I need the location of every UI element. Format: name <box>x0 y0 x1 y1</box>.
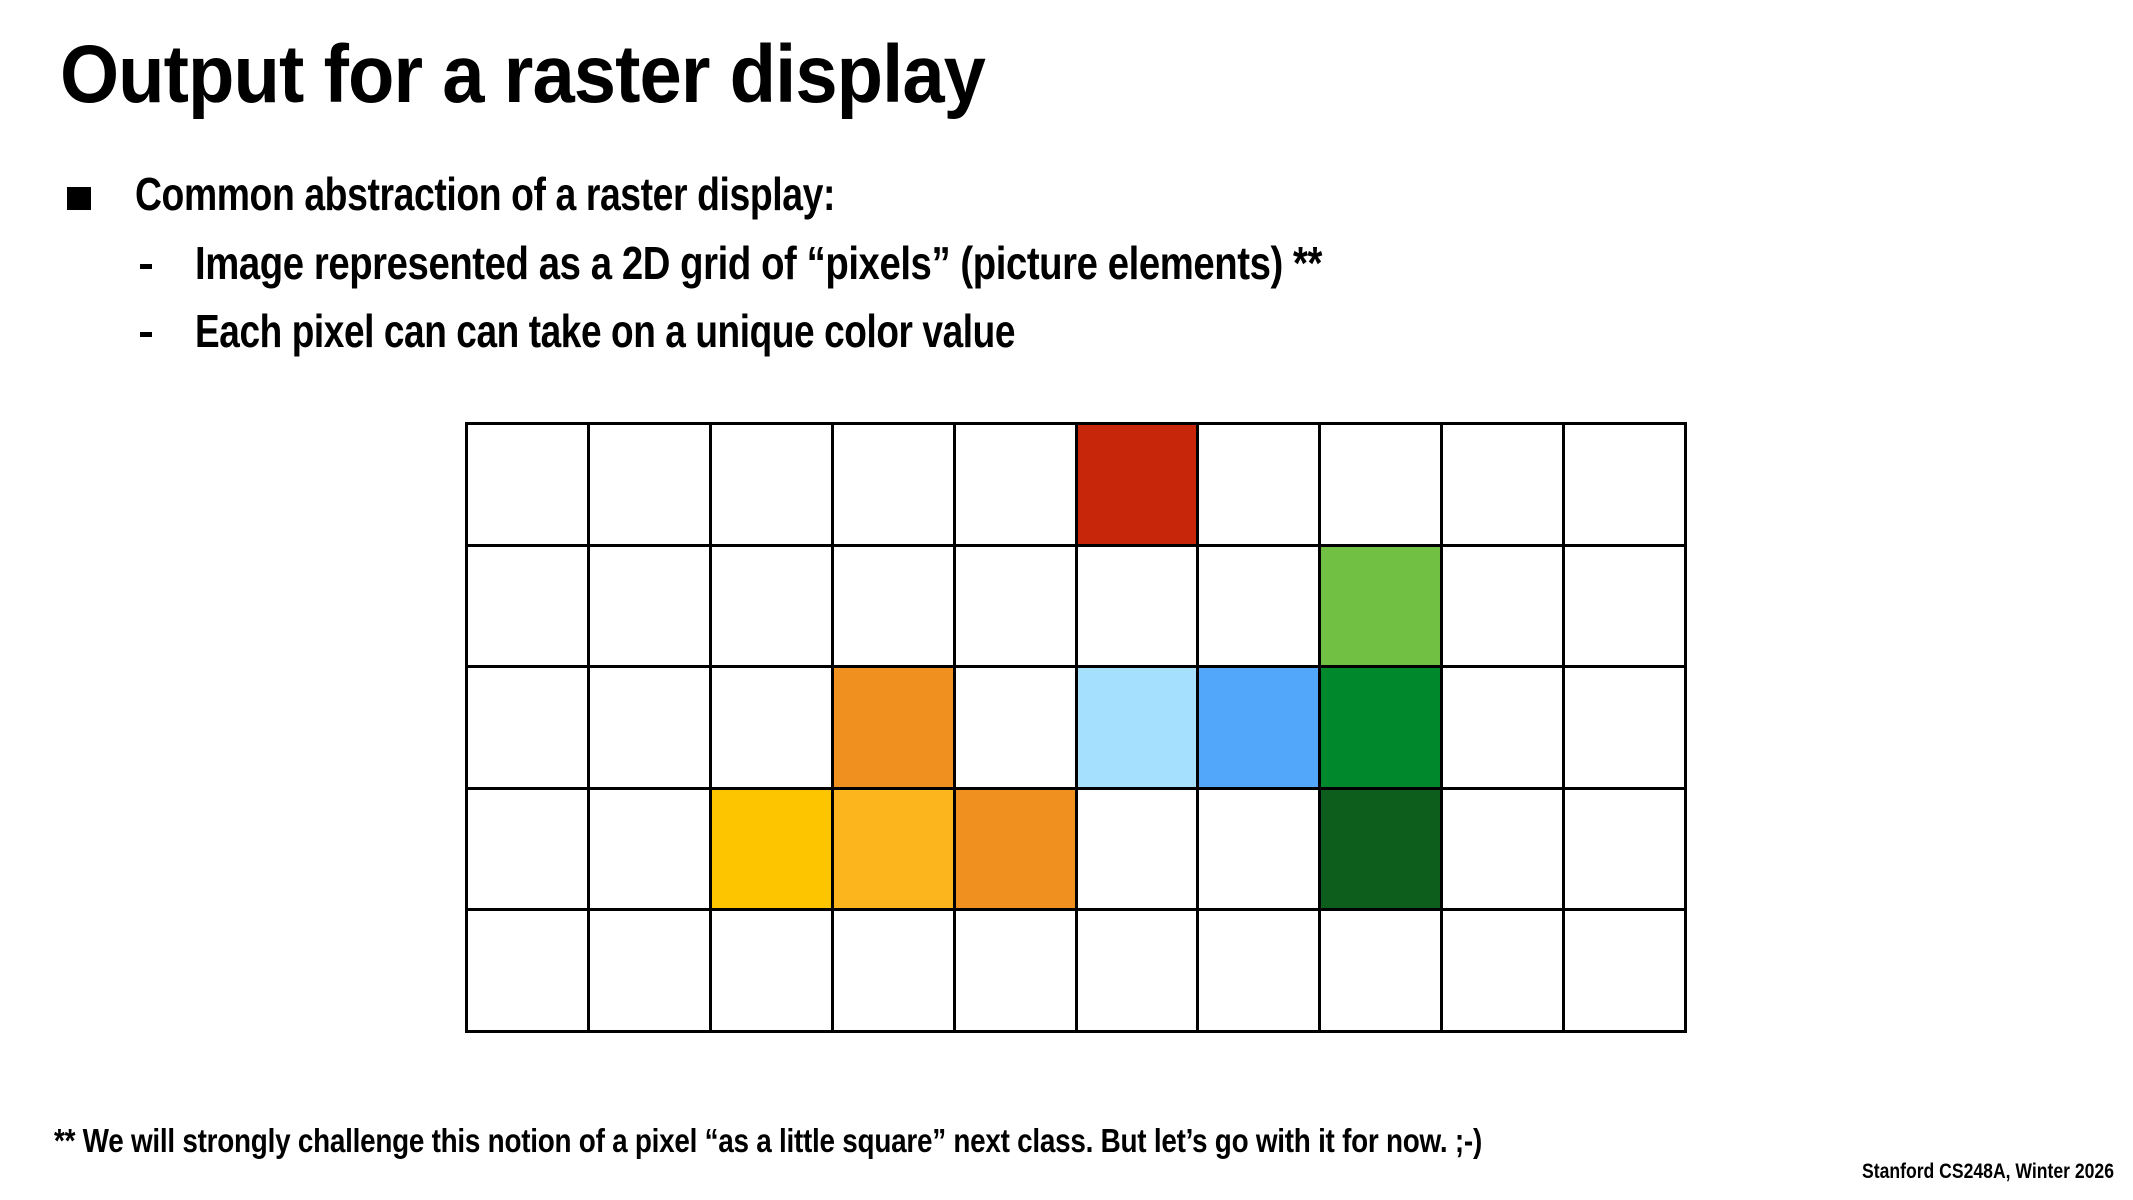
pixel-cell <box>468 546 590 669</box>
pixel-cell <box>1443 911 1566 1033</box>
pixel-cell <box>1077 546 1200 669</box>
slide-title-text: Output for a raster display <box>60 29 986 120</box>
pixel-cell <box>468 911 590 1033</box>
pixel-cell <box>1199 546 1322 669</box>
pixel-cell <box>833 425 956 547</box>
pixel-cell <box>955 425 1078 547</box>
course-credit: Stanford CS248A, Winter 2026 <box>1862 1161 2133 1182</box>
pixel-cell <box>589 789 712 912</box>
pixel-cell <box>1077 789 1200 912</box>
bullet-main-text: Common abstraction of a raster display: <box>135 168 835 220</box>
pixel-cell <box>589 911 712 1033</box>
pixel-cell <box>955 668 1078 790</box>
pixel-cell-blue <box>1199 668 1322 790</box>
bullet-square-icon <box>67 187 91 210</box>
pixel-cell <box>1443 668 1566 790</box>
pixel-cell <box>1565 911 1687 1033</box>
dash-bullet-icon <box>140 264 152 269</box>
course-credit-text: Stanford CS248A, Winter 2026 <box>1862 1160 2114 1183</box>
pixel-cell <box>833 911 956 1033</box>
pixel-cell <box>711 668 834 790</box>
pixel-cell <box>1199 911 1322 1033</box>
pixel-cell <box>833 546 956 669</box>
pixel-cell <box>711 546 834 669</box>
sub-bullet-1: Image represented as a 2D grid of “pixel… <box>195 240 1549 286</box>
pixel-cell <box>1321 911 1444 1033</box>
pixel-cell-orange <box>833 668 956 790</box>
sub-bullet-2-text: Each pixel can can take on a unique colo… <box>195 305 1015 357</box>
pixel-cell-green <box>1321 668 1444 790</box>
pixel-cell <box>1443 546 1566 669</box>
pixel-cell <box>468 789 590 912</box>
pixel-cell <box>711 911 834 1033</box>
pixel-cell <box>711 425 834 547</box>
sub-bullet-2: Each pixel can can take on a unique colo… <box>195 308 1215 354</box>
pixel-cell <box>589 668 712 790</box>
pixel-cell <box>589 546 712 669</box>
pixel-cell <box>1565 668 1687 790</box>
pixel-cell <box>1199 789 1322 912</box>
pixel-cell-light-green <box>1321 546 1444 669</box>
pixel-grid <box>465 422 1687 1033</box>
pixel-cell <box>468 425 590 547</box>
bullet-main: Common abstraction of a raster display: <box>135 171 997 217</box>
dash-bullet-icon <box>140 332 152 337</box>
pixel-cell <box>955 546 1078 669</box>
pixel-cell <box>1443 425 1566 547</box>
pixel-cell-dark-green <box>1321 789 1444 912</box>
pixel-cell <box>1077 911 1200 1033</box>
pixel-cell <box>1443 789 1566 912</box>
footnote: ** We will strongly challenge this notio… <box>54 1124 1744 1157</box>
pixel-cell <box>955 911 1078 1033</box>
slide-title: Output for a raster display <box>60 34 1058 116</box>
pixel-cell-orange <box>955 789 1078 912</box>
pixel-cell <box>1321 425 1444 547</box>
pixel-cell <box>1565 425 1687 547</box>
pixel-cell <box>1565 789 1687 912</box>
pixel-cell-yellow <box>711 789 834 912</box>
pixel-cell-amber <box>833 789 956 912</box>
pixel-cell <box>1565 546 1687 669</box>
pixel-cell-red <box>1077 425 1200 547</box>
pixel-cell <box>468 668 590 790</box>
sub-bullet-1-text: Image represented as a 2D grid of “pixel… <box>195 237 1322 289</box>
pixel-cell <box>589 425 712 547</box>
pixel-cell-light-blue <box>1077 668 1200 790</box>
pixel-cell <box>1199 425 1322 547</box>
footnote-text: ** We will strongly challenge this notio… <box>54 1122 1482 1159</box>
